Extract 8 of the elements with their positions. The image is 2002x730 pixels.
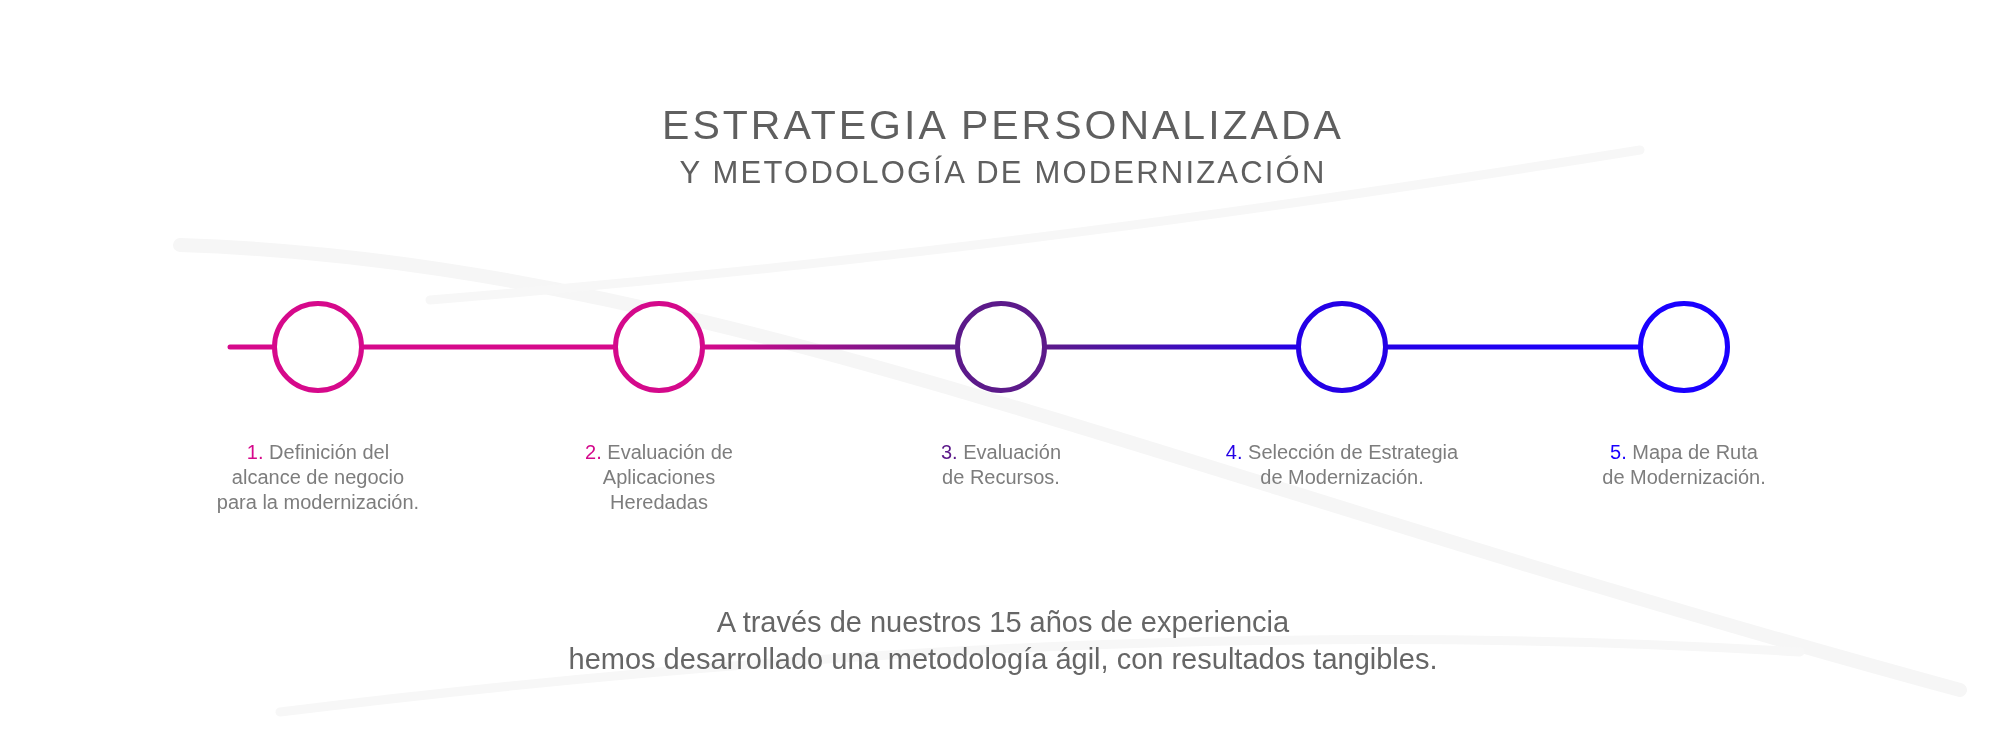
step-label: 5. Mapa de Ruta de Modernización. xyxy=(1602,440,1766,490)
title: ESTRATEGIA PERSONALIZADA xyxy=(662,103,1344,147)
step-label: 2. Evaluación de Aplicaciones Heredadas xyxy=(585,440,733,515)
step-label: 1. Definición del alcance de negocio para la modernización. xyxy=(216,440,420,515)
step-label: 3. Evaluación de Recursos. xyxy=(940,440,1062,490)
subtitle: Y METODOLOGÍA DE MODERNIZACIÓN xyxy=(679,156,1327,190)
caption: A través de nuestros 15 años de experiencia hemos desarrollado una metodología ágil, con resultados tangibles. xyxy=(568,605,1438,677)
step-label: 4. Selección de Estrategia de Modernización. xyxy=(1225,440,1459,490)
